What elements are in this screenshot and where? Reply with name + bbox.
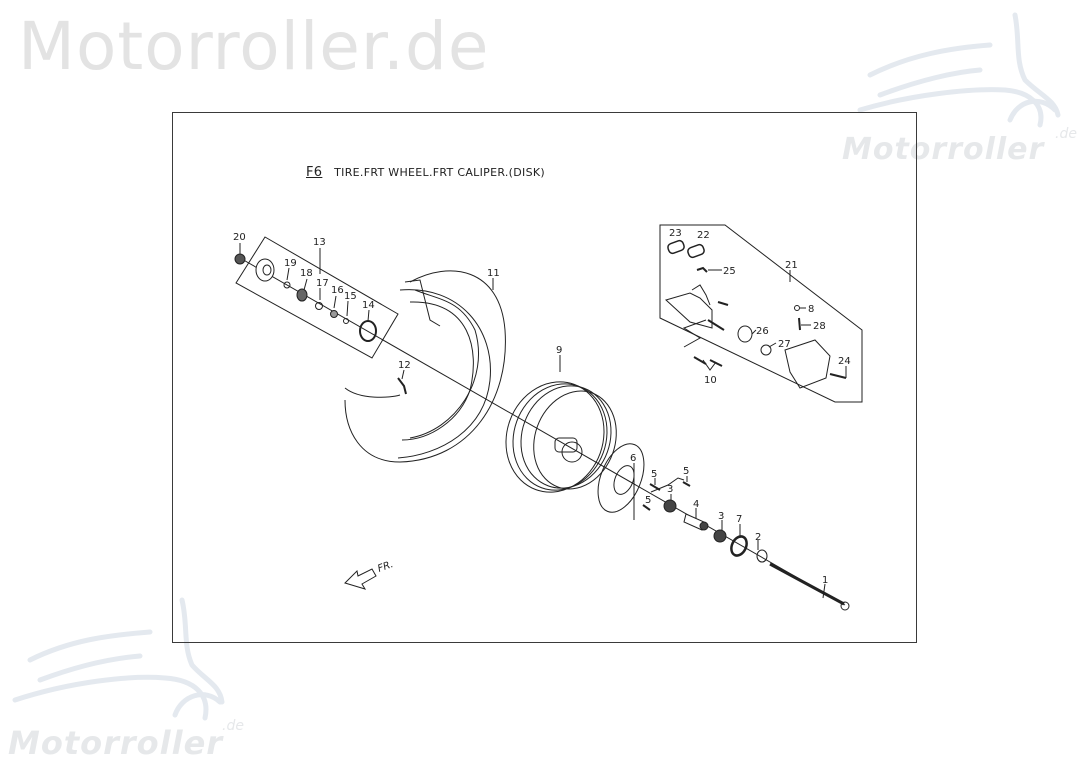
watermark-logo-bottom-left: Motorroller .de — [0, 590, 260, 768]
part-3-bearing — [663, 499, 677, 513]
label-part-18: 18 — [300, 268, 313, 279]
part-15-washer — [343, 318, 349, 324]
part-10-bolt — [693, 356, 707, 365]
watermark-title: Motorroller.de — [18, 8, 490, 85]
front-direction-arrow — [344, 568, 377, 590]
label-part-15: 15 — [344, 291, 357, 302]
part-17-washer — [315, 302, 323, 310]
watermark-logo-top-right: Motorroller .de — [840, 0, 1086, 180]
label-part-4: 4 — [693, 499, 699, 510]
label-part-28: 28 — [813, 321, 826, 332]
label-part-6: 6 — [630, 453, 636, 464]
watermark-logo-suffix: .de — [222, 718, 244, 734]
label-part-26: 26 — [756, 326, 769, 337]
part-3-bearing — [713, 529, 727, 543]
label-part-17: 17 — [316, 278, 329, 289]
diagram-title-text: TIRE.FRT WHEEL.FRT CALIPER.(DISK) — [334, 166, 545, 179]
part-20-nut — [234, 253, 246, 265]
label-part-12: 12 — [398, 360, 411, 371]
label-part-19: 19 — [284, 258, 297, 269]
part-26-piston — [737, 325, 753, 343]
label-part-25: 25 — [723, 266, 736, 277]
front-direction-label: FR. — [376, 559, 395, 575]
label-part-23: 23 — [669, 228, 682, 239]
label-part-5b: 5 — [683, 466, 689, 477]
part-13-gearbox — [255, 258, 275, 282]
part-11-tire — [344, 270, 506, 463]
part-21-caliper-bracket — [665, 292, 713, 329]
part-23-brake-pad — [667, 239, 685, 255]
part-28-bleeder-screw — [798, 317, 801, 331]
assembly-axis-line — [239, 257, 846, 606]
label-part-16: 16 — [331, 285, 344, 296]
part-5-bolt — [682, 481, 691, 487]
speedo-gearbox-group-frame — [235, 236, 399, 359]
part-8-bleeder-cap — [794, 305, 800, 311]
part-1-bolt-head — [840, 601, 850, 611]
diagram-code: F6 — [306, 165, 323, 180]
watermark-logo-word: Motorroller — [842, 132, 1045, 167]
part-16-washer — [330, 310, 338, 318]
caliper-group-frame — [659, 224, 863, 403]
part-10-bolt — [709, 359, 723, 367]
part-25-pad-spring — [696, 266, 708, 273]
scooter-watermark-icon — [12, 597, 225, 721]
part-9-wheel-rim — [505, 381, 605, 493]
part-6-brake-disc — [597, 443, 645, 513]
watermark-logo-word: Motorroller — [8, 724, 224, 762]
label-part-21: 21 — [785, 260, 798, 271]
part-24-bolt — [829, 373, 847, 379]
part-12-valve — [397, 377, 407, 395]
diagram-frame — [172, 112, 917, 643]
label-part-14: 14 — [362, 300, 375, 311]
label-part-5c: 5 — [645, 495, 651, 506]
label-part-3: 3 — [667, 484, 673, 495]
label-part-22: 22 — [697, 230, 710, 241]
label-part-1: 1 — [822, 575, 828, 586]
scooter-watermark-icon — [857, 12, 1061, 128]
label-part-9: 9 — [556, 345, 562, 356]
part-5-bolt — [642, 504, 651, 511]
label-part-3b: 3 — [718, 511, 724, 522]
part-1-axle-bolt — [769, 562, 845, 606]
part-21-caliper-body — [784, 339, 831, 389]
part-7-oil-seal — [730, 535, 748, 557]
part-18-gear — [296, 288, 308, 302]
label-part-20: 20 — [233, 232, 246, 243]
label-part-7: 7 — [736, 514, 742, 525]
label-part-5: 5 — [651, 469, 657, 480]
watermark-logo-suffix: .de — [1055, 126, 1077, 142]
part-2-collar — [756, 549, 768, 563]
label-part-11: 11 — [487, 268, 500, 279]
part-27-piston-seal — [760, 344, 772, 356]
label-part-27: 27 — [778, 339, 791, 350]
part-19-washer — [283, 281, 291, 289]
part-22-brake-pad — [687, 243, 705, 259]
label-part-24: 24 — [838, 356, 851, 367]
label-part-13: 13 — [313, 237, 326, 248]
label-part-10: 10 — [704, 375, 717, 386]
label-part-2: 2 — [755, 532, 761, 543]
diagram-title: F6 TIRE.FRT WHEEL.FRT CALIPER.(DISK) — [306, 165, 545, 180]
label-part-8: 8 — [808, 304, 814, 315]
